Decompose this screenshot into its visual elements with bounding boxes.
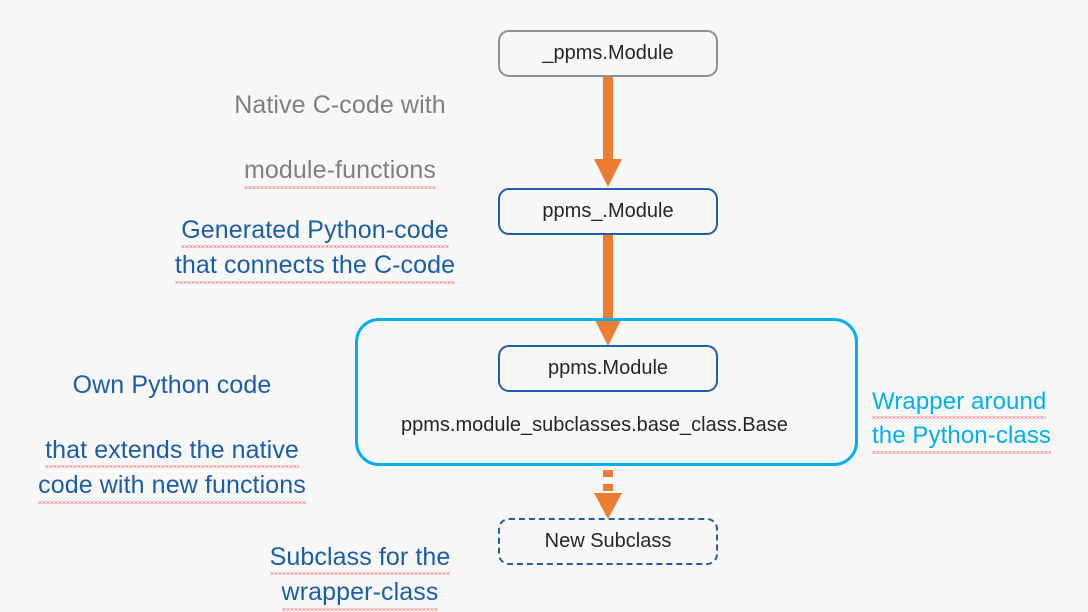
caption-native-c-code-line1: Native C-code with xyxy=(170,57,510,122)
caption-wrapper-line2: the Python-class xyxy=(872,420,1052,454)
arrow-native-to-generated xyxy=(594,77,622,188)
node-base-class-label: ppms.module_subclasses.base_class.Base xyxy=(401,414,788,437)
caption-native-c-code: Native C-code with module-functions xyxy=(170,24,510,190)
node-wrapper-module[interactable]: ppms.Module xyxy=(498,345,718,392)
node-new-subclass-label: New Subclass xyxy=(544,530,672,552)
caption-own-python-line2: that extends the native xyxy=(45,433,299,470)
caption-generated-python-line2: that connects the C-code xyxy=(174,249,456,285)
arrow-wrapper-to-subclass xyxy=(594,468,622,520)
caption-wrapper-line1: Wrapper around xyxy=(872,386,1047,420)
caption-own-python: Own Python code that extends the native … xyxy=(12,336,332,505)
node-new-subclass[interactable]: New Subclass xyxy=(498,518,718,565)
arrow-generated-to-wrapper xyxy=(594,235,622,347)
caption-own-python-line3: code with new functions xyxy=(38,469,306,505)
node-wrapper-module-label: ppms.Module xyxy=(547,357,669,379)
caption-subclass-line1: Subclass for the xyxy=(269,540,451,577)
wrapper-container-box[interactable] xyxy=(355,318,858,466)
caption-generated-python: Generated Python-code that connects the … xyxy=(150,181,480,285)
caption-text: Native C-code with xyxy=(234,91,446,119)
caption-subclass-line2: wrapper-class xyxy=(281,576,439,612)
base-class-text: ppms.module_subclasses.base_class.Base xyxy=(401,414,788,436)
caption-generated-python-line1: Generated Python-code xyxy=(181,213,449,250)
node-generated-module-label: ppms_.Module xyxy=(542,200,674,222)
node-generated-module[interactable]: ppms_.Module xyxy=(498,188,718,235)
caption-subclass: Subclass for the wrapper-class xyxy=(240,508,480,612)
node-native-module-label: _ppms.Module xyxy=(542,42,674,64)
caption-wrapper: Wrapper around the Python-class xyxy=(872,355,1088,455)
caption-native-c-code-line2: module-functions xyxy=(244,154,436,190)
caption-own-python-line1: Own Python code xyxy=(72,370,272,399)
node-native-module[interactable]: _ppms.Module xyxy=(498,30,718,77)
